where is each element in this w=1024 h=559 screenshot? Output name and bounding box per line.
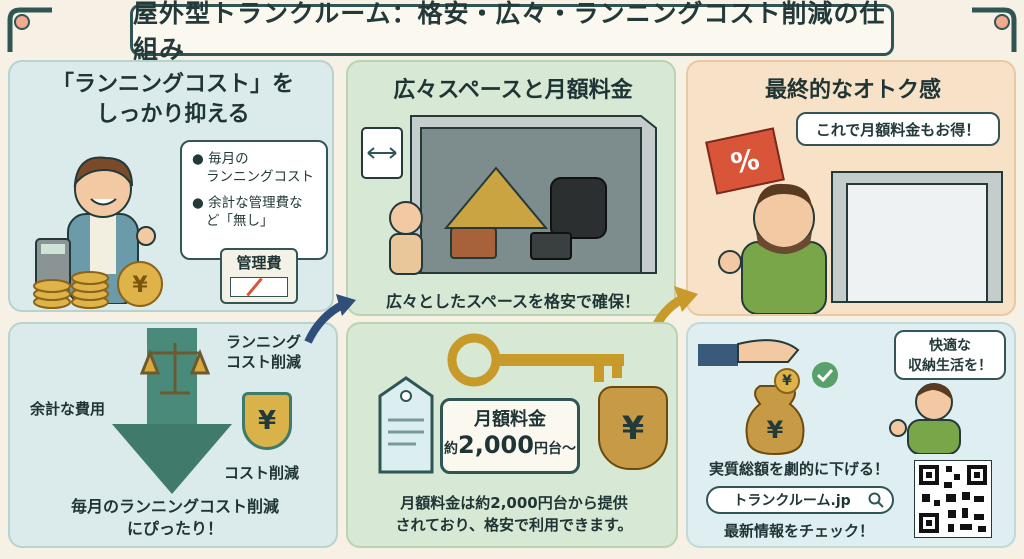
person-thumbs-up-icon [889,383,961,454]
panel-monthly-fee: 月額料金 約2,000円台〜 ¥ 月額料金は約2,000円台から提供 されており… [346,322,678,548]
panel-total-cost: ¥ ¥ 快適な 収納生活を！ 実質総額を劇的に下げる！ トランクルーム.jp 最… [686,322,1016,548]
panel-final-savings: 最終的なオトク感 これで月額料金もお得！ % [686,60,1016,316]
search-icon[interactable] [868,492,884,508]
panel-heading: 「ランニングコスト」を [51,72,294,97]
search-bar[interactable]: トランクルーム.jp [706,486,894,514]
svg-text:¥: ¥ [132,273,148,298]
corner-ornament-icon [972,7,1017,52]
up-right-arrow-icon [304,294,356,344]
panel-cost-reduction: 余計な費用 ランニング コスト削減 ¥ コスト削減 毎月のランニングコスト削減 … [8,322,338,548]
price-tag-icon [378,376,434,474]
panel-footer: にぴったり！ [126,519,223,538]
storage-unit-icon [361,115,657,275]
money-bag-icon: ¥ [598,386,668,470]
panel-space-and-fee: 広々スペースと月額料金 広々としたスペースを格安で確保！ [346,60,676,316]
cost-cut-label: コスト削減 [224,464,300,482]
page-title: 屋外型トランクルーム：格安・広々・ランニングコスト削減の仕組み [130,0,894,64]
panel-caption: 広々としたスペースを格安で確保！ [385,292,641,311]
sign-label: 管理費 [236,254,282,272]
check-icon [812,362,838,388]
hand-drop-coin-icon: ¥ [698,339,805,456]
search-text: トランクルーム.jp [733,493,851,509]
yen-shield-icon: ¥ [242,392,292,450]
down-arrow-icon [112,328,232,494]
panel-heading: 広々スペースと月額料金 [393,78,633,103]
man-thumbs-up-icon [718,171,1003,314]
price-prefix: 約 [444,441,459,457]
panel-heading: 最終的なオトク感 [764,78,941,103]
panel-running-cost: 「ランニングコスト」を しっかり抑える ¥ ● 毎月の ランニングコスト ● 余… [8,60,334,312]
balance-scale-icon [140,343,210,395]
panel-footer: 月額料金は約2,000円台から提供 [400,494,628,512]
extra-cost-label: 余計な費用 [30,400,106,418]
corner-ornament-icon [7,7,52,52]
management-fee-sign: 管理費 [220,248,298,304]
panel-footer: されており、格安で利用できます。 [395,516,633,534]
price-amount: 2,000 [458,431,534,459]
coin-stack-icon: ¥ [33,261,163,309]
bullet-text: ど「無し」 [206,213,274,229]
svg-text:¥: ¥ [767,416,784,444]
price-title: 月額料金 [474,409,546,430]
panel-footer: 毎月のランニングコスト削減 [70,497,279,516]
yen-coin-icon: ¥ [774,368,800,394]
bullet-text: 余計な管理費な [208,195,303,211]
speech-bubble: 快適な 収納生活を！ [894,330,1006,380]
speech-text: 収納生活を！ [908,358,992,374]
bullet-text: 毎月の [208,151,249,167]
price-suffix: 円台〜 [533,441,576,457]
key-icon [447,333,624,387]
info-bubble: ● 毎月の ランニングコスト ● 余計な管理費な ど「無し」 [180,140,328,260]
panel-footer: 最新情報をチェック！ [723,522,874,540]
speech-bubble: これで月額料金もお得！ [796,112,1000,146]
bullet-text: ランニングコスト [206,169,314,185]
panel-heading: しっかり抑える [96,102,250,127]
running-cost-label: ランニング [226,333,302,351]
speech-text: 快適な [929,338,971,354]
running-cost-label: コスト削減 [226,353,302,371]
qr-code-icon[interactable] [914,460,992,538]
panel-caption: 実質総額を劇的に下げる！ [708,460,889,478]
price-badge: 月額料金 約2,000円台〜 [440,398,580,474]
